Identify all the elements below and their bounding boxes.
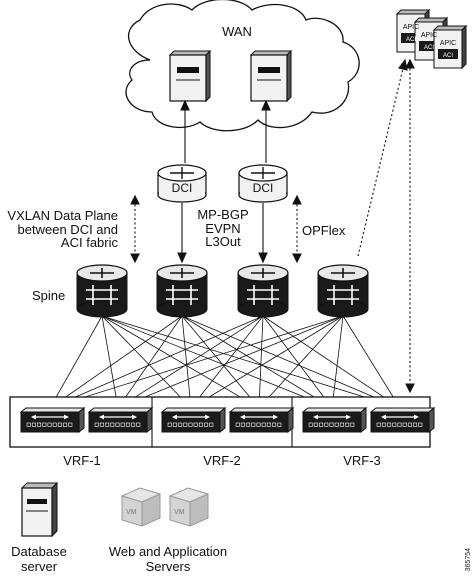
mesh-link-4-1 (49, 315, 344, 409)
vxlan-label: VXLAN Data Plane between DCI and ACI fab… (7, 208, 118, 251)
wan-label: WAN (222, 24, 252, 39)
web-app-caption: Web and Application Servers (108, 544, 228, 574)
vrf-label-2: VRF-2 (203, 453, 241, 468)
mesh-link-2-6 (181, 315, 401, 409)
database-caption: Database server (11, 544, 67, 574)
spine-label: Spine (32, 288, 66, 303)
wan-server-left (168, 49, 212, 103)
mesh-link-2-2 (117, 315, 183, 409)
mesh-link-3-6 (262, 315, 401, 409)
leaf-switch-6 (369, 406, 436, 434)
mesh-link-2-1 (49, 315, 183, 409)
mesh-link-3-5 (262, 315, 333, 409)
mesh-link-1-2 (101, 315, 119, 409)
opflex-dotted-arrow (292, 194, 302, 264)
apic-sub-label-2: ACI (424, 45, 434, 51)
apic-label-3: APIC (440, 40, 456, 47)
mesh-link-4-6 (342, 315, 401, 409)
mesh-link-3-3 (190, 315, 264, 409)
leaf-switches (19, 406, 436, 434)
vrf-label-1: VRF-1 (63, 453, 101, 468)
leaf-switch-4 (228, 406, 295, 434)
vm-icon-2 (168, 487, 210, 527)
vm-label-1: VM (126, 509, 137, 516)
mpbgp-label: MP-BGP EVPN L3Out (197, 207, 249, 250)
apic-sub-label-1: ACI (406, 37, 416, 43)
mesh-link-4-4 (258, 315, 344, 409)
dci-spine-links (177, 203, 268, 264)
database-server-icon (20, 481, 59, 538)
dci-router-right (238, 164, 288, 203)
wan-server-right (249, 49, 293, 103)
mesh-link-1-4 (101, 315, 260, 409)
spine-switch-1 (76, 264, 128, 318)
mesh-link-3-2 (117, 315, 264, 409)
mesh-link-2-4 (181, 315, 260, 409)
dci-right-label: DCI (253, 181, 274, 195)
mesh-link-1-5 (101, 315, 333, 409)
vxlan-dotted-arrow (130, 194, 140, 264)
server-dci-links (180, 99, 271, 163)
dci-left-label: DCI (172, 181, 193, 195)
opflex-label: OPFlex (302, 223, 346, 238)
spine-leaf-mesh (49, 315, 401, 409)
mesh-link-1-6 (101, 315, 401, 409)
mesh-link-3-4 (258, 315, 264, 409)
vm-icon-1 (120, 487, 162, 527)
mesh-link-4-5 (331, 315, 344, 409)
vrf-label-3: VRF-3 (343, 453, 381, 468)
apic-label-2: APIC (421, 32, 437, 39)
spine-switches (76, 264, 369, 318)
mesh-link-1-1 (49, 315, 103, 409)
dci-router-left (157, 164, 207, 203)
mesh-link-4-2 (117, 315, 344, 409)
spine-switch-3 (237, 264, 289, 318)
leaf-switch-3 (160, 406, 227, 434)
vm-labels: VM VM (126, 509, 185, 516)
apic-dotted-arrow (357, 58, 415, 394)
leaf-switch-5 (301, 406, 368, 434)
mesh-link-2-3 (181, 315, 192, 409)
mesh-link-2-5 (181, 315, 333, 409)
leaf-switch-2 (87, 406, 154, 434)
apic-label-1: APIC (403, 24, 419, 31)
spine-switch-4 (317, 264, 369, 318)
spine-switch-2 (156, 264, 208, 318)
wan-cloud (125, 0, 360, 132)
mesh-link-4-3 (190, 315, 344, 409)
apic-controller-3 (432, 24, 468, 70)
vm-label-2: VM (174, 509, 185, 516)
mesh-link-3-1 (49, 315, 264, 409)
apic-sub-label-3: ACI (443, 53, 453, 59)
figure-id: 365754 (465, 548, 472, 572)
mesh-link-1-3 (101, 315, 192, 409)
apic-cluster (395, 8, 468, 70)
leaf-switch-1 (19, 406, 86, 434)
apic-labels: APIC ACI APIC ACI APIC ACI (403, 24, 456, 59)
